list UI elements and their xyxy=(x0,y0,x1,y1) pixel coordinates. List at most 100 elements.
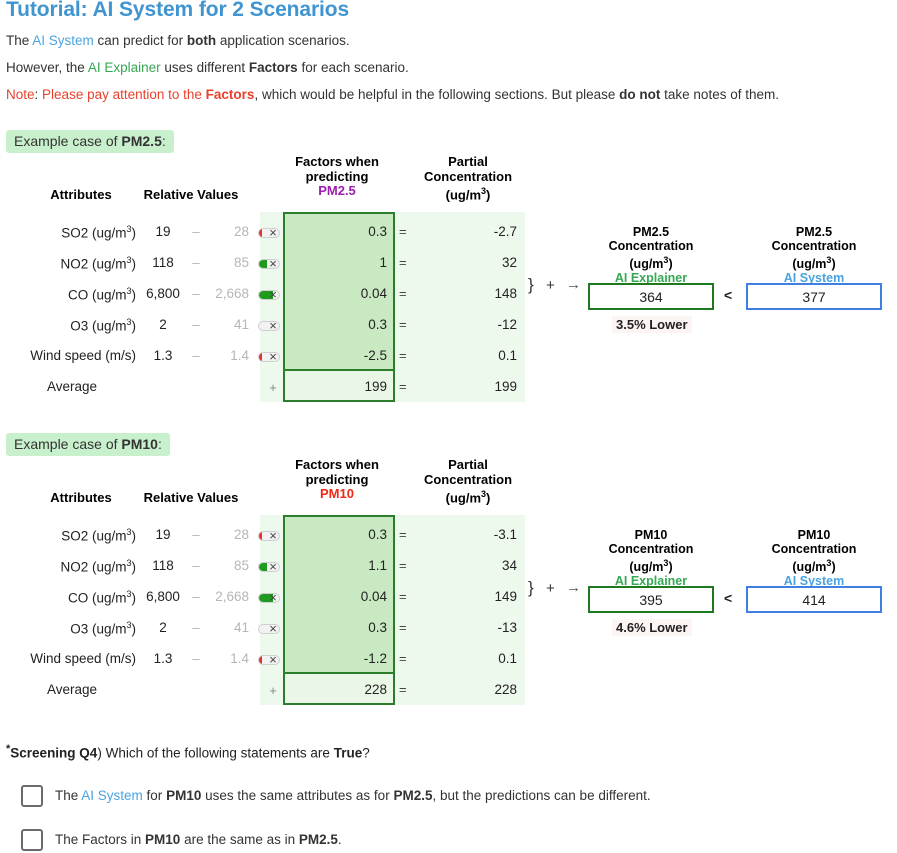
average-equals-icon: = xyxy=(399,682,407,697)
ai-explainer-link[interactable]: AI Explainer xyxy=(87,60,161,75)
average-partial: 199 xyxy=(494,379,517,394)
opt2-p3: are the same as in xyxy=(180,832,299,847)
arrow-icon: → xyxy=(566,276,581,293)
option-label-2[interactable]: The Factors in PM10 are the same as in P… xyxy=(55,832,342,847)
delta-label: 3.5% Lower xyxy=(612,316,692,333)
row-reference-value: 1.4 xyxy=(230,348,249,363)
row-dash: – xyxy=(192,589,200,604)
table-row: NO2 (ug/m3)118–85×1=32 xyxy=(0,249,540,280)
ai-system-tag: AI System xyxy=(783,271,845,286)
option-label-1[interactable]: The AI System for PM10 uses the same att… xyxy=(55,788,651,803)
option-checkbox-2[interactable] xyxy=(21,829,43,851)
opt1-p1: The xyxy=(55,788,82,803)
row-factor: 0.3 xyxy=(368,620,387,635)
row-attribute: O3 (ug/m3) xyxy=(70,317,136,334)
factors-highlight-box xyxy=(283,212,395,371)
system-value-box[interactable]: 414 xyxy=(746,586,882,613)
row-reference-value: 41 xyxy=(233,317,249,332)
header-attributes: Attributes xyxy=(50,187,112,202)
row-multiply-icon: × xyxy=(269,318,277,333)
row-factor: 0.04 xyxy=(360,589,387,604)
explainer-value-box[interactable]: 364 xyxy=(588,283,714,310)
header-factor-target: PM10 xyxy=(320,486,354,501)
delta-label: 4.6% Lower xyxy=(612,619,692,636)
row-value: 2 xyxy=(159,620,167,635)
note-warn: Please pay attention to the xyxy=(42,87,206,102)
question-post: ? xyxy=(362,745,370,761)
row-reference-value: 2,668 xyxy=(215,589,249,604)
row-partial-concentration: 32 xyxy=(501,255,517,270)
scenario-badge: Example case of PM2.5: xyxy=(6,130,174,153)
badge-pre: Example case of xyxy=(14,133,122,149)
row-multiply-icon: × xyxy=(269,225,277,240)
table-row: Wind speed (m/s)1.3–1.4×-1.2=0.1 xyxy=(0,645,540,676)
row-equals-icon: = xyxy=(399,527,407,542)
badge-post: : xyxy=(161,133,166,149)
row-equals-icon: = xyxy=(399,286,407,301)
row-multiply-icon: × xyxy=(269,652,277,667)
factors-average-box xyxy=(283,371,395,402)
opt1-p2: for xyxy=(142,788,167,803)
ai-system-link[interactable]: AI System xyxy=(32,33,94,48)
note-mid: , which would be helpful in the followin… xyxy=(254,87,620,102)
row-value: 118 xyxy=(152,558,174,573)
table-row: O3 (ug/m3)2–41×0.3=-12 xyxy=(0,311,540,342)
row-attribute: O3 (ug/m3) xyxy=(70,620,136,637)
opt1-ai-system-link: AI System xyxy=(81,788,143,803)
average-partial: 228 xyxy=(494,682,517,697)
ai-explainer-tag: AI Explainer xyxy=(614,271,688,286)
row-equals-icon: = xyxy=(399,620,407,635)
intro-2-bold: Factors xyxy=(248,60,298,75)
option-checkbox-1[interactable] xyxy=(21,785,43,807)
row-attribute: CO (ug/m3) xyxy=(67,286,136,303)
system-value-box[interactable]: 377 xyxy=(746,283,882,310)
question-prompt: *Screening Q4) Which of the following st… xyxy=(6,743,370,761)
badge-target: PM10 xyxy=(121,436,158,452)
intro-1-post: application scenarios. xyxy=(216,33,350,48)
intro-1-pre: The xyxy=(6,33,33,48)
note-bold: do not xyxy=(619,87,661,102)
row-value: 19 xyxy=(155,527,171,542)
average-label: Average xyxy=(46,379,98,394)
explainer-value-box[interactable]: 395 xyxy=(588,586,714,613)
question-label: Screening Q4 xyxy=(10,745,98,761)
row-value: 1.3 xyxy=(153,651,173,666)
row-attribute: Wind speed (m/s) xyxy=(30,348,136,363)
less-than-icon: < xyxy=(724,287,733,303)
ai-system-tag: AI System xyxy=(783,574,845,589)
plus-icon: + xyxy=(546,277,555,294)
factors-highlight-box xyxy=(283,515,395,674)
row-factor: -2.5 xyxy=(363,348,387,363)
brace-icon: } xyxy=(528,275,534,294)
intro-1-bold: both xyxy=(186,33,217,48)
row-value: 6,800 xyxy=(146,589,180,604)
opt2-b1: PM10 xyxy=(145,832,181,847)
row-equals-icon: = xyxy=(399,255,407,270)
row-equals-icon: = xyxy=(399,558,407,573)
intro-line-2: However, the AI Explainer uses different… xyxy=(6,60,409,75)
row-partial-concentration: 148 xyxy=(494,286,517,301)
arrow-icon: → xyxy=(566,579,581,596)
table-row: SO2 (ug/m3)19–28×0.3=-2.7 xyxy=(0,218,540,249)
row-attribute: Wind speed (m/s) xyxy=(30,651,136,666)
average-label: Average xyxy=(46,682,98,697)
note-post: take notes of them. xyxy=(660,87,779,102)
average-equals-icon: = xyxy=(399,379,407,394)
header-relative-values: Relative Values xyxy=(143,490,239,505)
badge-target: PM2.5 xyxy=(121,133,162,149)
average-factor: 228 xyxy=(364,682,387,697)
row-multiply-icon: × xyxy=(269,559,277,574)
row-dash: – xyxy=(192,317,200,332)
row-dash: – xyxy=(192,348,200,363)
row-attribute: NO2 (ug/m3) xyxy=(60,558,136,575)
factors-average-box xyxy=(283,674,395,705)
row-multiply-icon: × xyxy=(269,621,277,636)
intro-1-mid: can predict for xyxy=(93,33,187,48)
row-attribute: SO2 (ug/m3) xyxy=(61,527,136,544)
table-row: Wind speed (m/s)1.3–1.4×-2.5=0.1 xyxy=(0,342,540,373)
row-multiply-icon: × xyxy=(269,528,277,543)
